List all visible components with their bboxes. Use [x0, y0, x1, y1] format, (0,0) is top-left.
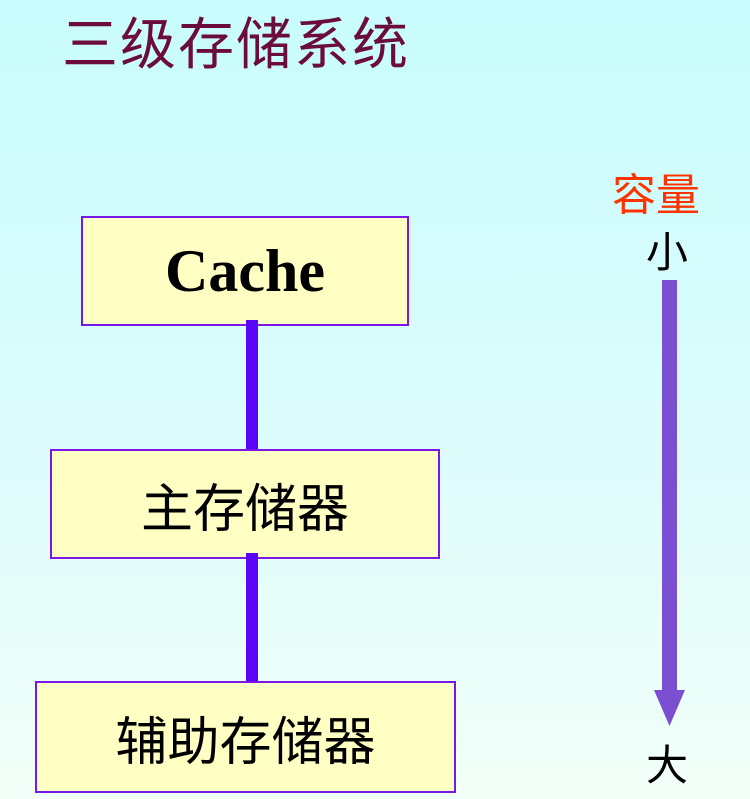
capacity-arrow-shaft — [662, 280, 677, 692]
main-memory-label: 主存储器 — [140, 479, 349, 540]
connector-cache-main — [246, 320, 258, 452]
capacity-large-label: 大 — [646, 741, 689, 790]
capacity-small-label: 小 — [646, 228, 689, 277]
auxiliary-memory-label: 辅助存储器 — [115, 712, 376, 773]
cache-box: Cache — [81, 216, 409, 326]
capacity-label: 容量 — [612, 170, 700, 221]
capacity-arrow-icon — [654, 280, 685, 726]
connector-main-aux — [246, 553, 258, 685]
capacity-arrow-head — [654, 690, 685, 726]
slide-title: 三级存储系统 — [62, 13, 410, 78]
auxiliary-memory-box: 辅助存储器 — [35, 681, 456, 793]
cache-label: Cache — [165, 237, 325, 304]
main-memory-box: 主存储器 — [50, 449, 440, 559]
